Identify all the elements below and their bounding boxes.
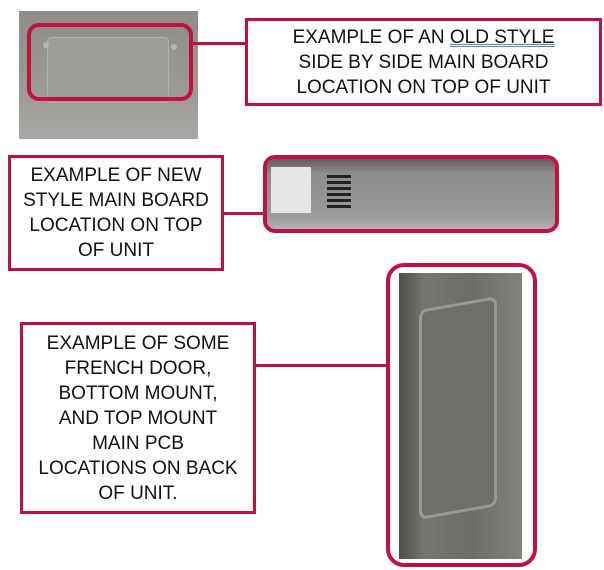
old-style-callout: EXAMPLE OF AN OLD STYLE SIDE BY SIDE MAI… — [245, 18, 602, 106]
new-style-highlight — [263, 155, 559, 233]
callout-text: SIDE BY SIDE MAIN BOARD LOCATION ON TOP … — [296, 51, 551, 98]
back-of-unit-photo — [399, 273, 522, 559]
back-of-unit-highlight — [386, 263, 537, 567]
old-style-highlight — [27, 23, 193, 101]
new-style-board-photo — [267, 159, 555, 229]
board-cover-plate — [47, 37, 169, 103]
callout-text-underlined: OLD STYLE — [449, 26, 555, 48]
new-style-callout: EXAMPLE OF NEW STYLE MAIN BOARD LOCATION… — [8, 155, 224, 271]
back-of-unit-callout: EXAMPLE OF SOME FRENCH DOOR, BOTTOM MOUN… — [20, 322, 256, 514]
callout-text: EXAMPLE OF NEW STYLE MAIN BOARD LOCATION… — [23, 165, 209, 261]
callout-text: EXAMPLE OF AN — [292, 26, 450, 48]
screw-icon — [171, 44, 177, 50]
connector-line — [222, 212, 266, 215]
vent-grille — [327, 175, 351, 209]
screw-icon — [43, 42, 49, 48]
old-style-board-photo — [19, 11, 198, 139]
connector-line — [192, 42, 246, 45]
connector-line — [254, 364, 388, 367]
warning-label — [271, 167, 311, 213]
callout-text: EXAMPLE OF SOME FRENCH DOOR, BOTTOM MOUN… — [38, 332, 238, 504]
